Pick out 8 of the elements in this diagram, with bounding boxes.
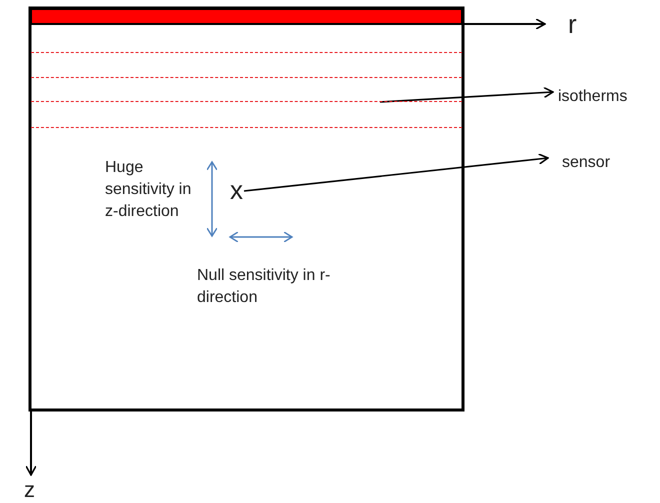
annotation-text: Huge sensitivity in z-direction [105, 158, 192, 222]
annotation-text: Null sensitivity in r-direction [197, 266, 332, 308]
axis-label: r [568, 10, 577, 38]
callout-text: sensor [562, 152, 610, 174]
axis-label: z [24, 478, 35, 502]
callout-text: isotherms [558, 86, 628, 108]
isotherm-line [31, 101, 462, 102]
sensor-mark: x [230, 176, 243, 204]
